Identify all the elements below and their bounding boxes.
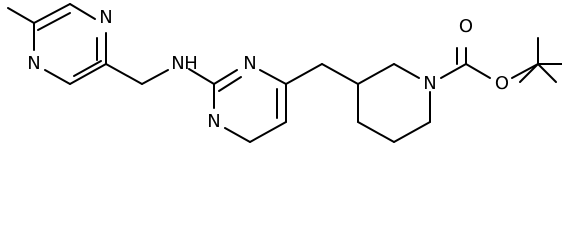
bond-network — [7, 3, 562, 143]
ester-bond — [511, 63, 539, 79]
pyrazine-nitrogen-bottom-label: N — [27, 53, 40, 74]
tert-butyl-bond — [519, 63, 539, 83]
piperidine-bond — [393, 121, 431, 143]
piperidine-nitrogen-label: N — [423, 73, 436, 94]
pyrazine-double-bond — [73, 60, 102, 77]
methylene-bond — [105, 63, 143, 85]
amine-nitrogen-label: N — [171, 53, 184, 74]
ester-bond — [465, 63, 491, 79]
methyl-bond — [7, 7, 35, 24]
pyrimidine-nitrogen-top-label: N — [243, 53, 256, 74]
pyrazine-bond — [69, 63, 107, 85]
piperidine-bond — [393, 63, 420, 79]
pyrazine-nitrogen-top-label: N — [99, 7, 112, 28]
carbamate-bond — [440, 63, 467, 79]
ester-oxygen-label: O — [495, 73, 509, 94]
pyrazine-bond — [69, 3, 96, 20]
carbonyl-oxygen-label: O — [459, 16, 473, 37]
methylene-bond — [141, 69, 169, 85]
chemical-structure-drawing: N N N H N N N O O — [7, 3, 562, 143]
pyrimidine-bond — [213, 69, 238, 85]
pyrazine-bond — [33, 3, 71, 24]
atom-labels: N N N H N N N O O — [27, 7, 509, 132]
pyrazine-double-bond — [37, 12, 71, 31]
pyrazine-bond — [44, 69, 71, 85]
pyrimidine-bond — [224, 127, 251, 143]
pyrimidine-bond — [249, 121, 287, 143]
linker-bond — [285, 63, 323, 85]
amine-hydrogen-label: H — [184, 53, 198, 74]
pyrimidine-double-bond — [218, 76, 242, 92]
linker-bond — [321, 63, 359, 85]
pyrimidine-bond — [259, 69, 287, 85]
tert-butyl-bond — [537, 63, 557, 83]
piperidine-bond — [357, 121, 395, 143]
piperidine-bond — [357, 63, 395, 85]
molecule-structure-figure: N N N H N N N O O — [7, 3, 562, 143]
amine-bond — [188, 68, 215, 85]
pyrimidine-nitrogen-bottom-label: N — [207, 111, 220, 132]
